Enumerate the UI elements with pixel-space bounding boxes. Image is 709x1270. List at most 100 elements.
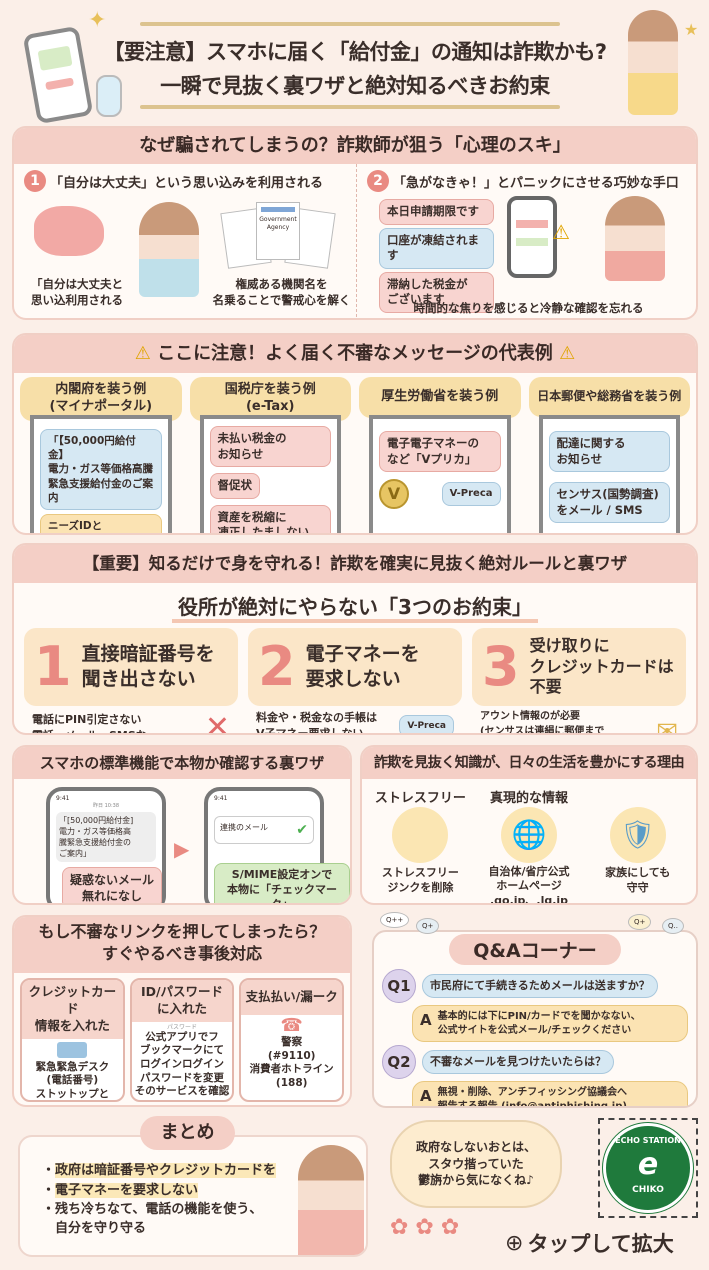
status-time: 9:41 bbox=[56, 795, 70, 802]
card-heading: 支払払い/漏ーク bbox=[241, 980, 343, 1015]
tap-to-zoom-button[interactable]: ⊕ タップして拡大 bbox=[505, 1228, 674, 1258]
warning-icon: ⚠ bbox=[552, 343, 576, 364]
smime-caption: S/MIME設定オンで 本物に「チェックマーク」 bbox=[214, 863, 350, 903]
warning-icon: ⚠ bbox=[134, 343, 158, 364]
flowers-decoration: ✿ ✿ ✿ bbox=[390, 1215, 460, 1240]
status-time: 9:41 bbox=[214, 795, 228, 802]
section-title: もし不審なリンクを押してしまったら？ すぐやるべき事後対応 bbox=[14, 917, 350, 973]
aftercare-payment: 支払払い/漏ーク ☎ 警察 (#9110) 消費者ホトライン (188) bbox=[239, 978, 345, 1102]
summary-item: ・電子マネーを要求しない bbox=[42, 1183, 199, 1199]
page-title-line-2: 一瞬で見抜く裏ワザと絶対知るべきお約束 bbox=[160, 74, 550, 98]
speech-bubble-deco: Q+ bbox=[416, 918, 440, 934]
promises-subtitle: 役所が絶対にやらない「3つのお約束」 bbox=[172, 595, 538, 623]
brain-illustration bbox=[34, 206, 104, 256]
benefit-family-protection: 🛡 家族にしても 守守 bbox=[585, 787, 690, 903]
card-heading: クレジットカード 情報を入れた bbox=[22, 980, 123, 1039]
message-bubble: 督促状 bbox=[209, 473, 260, 499]
relieved-woman-illustration bbox=[392, 807, 449, 863]
title-rule-bottom bbox=[140, 105, 560, 109]
question-badge: Q2 bbox=[382, 1045, 416, 1079]
card-body: 緊急緊急デスク (電話番号) ストットップと カードと再発行 bbox=[35, 1060, 110, 1100]
vpreca-card: V-Preca bbox=[441, 482, 501, 506]
qa-item-1: Q1 市民府にて手続きるためメールは送ますか？ bbox=[382, 969, 688, 1003]
message-bubble: センサス(国勢調査) をメール / SMS bbox=[548, 482, 670, 524]
panicked-woman-illustration bbox=[605, 196, 665, 281]
document-label: Government Agency bbox=[259, 216, 297, 231]
column-heading: 内閣府を装う例 (マイナポータル) bbox=[20, 377, 182, 421]
section-title: スマホの標準機能で本物か確認する裏ワザ bbox=[14, 747, 350, 779]
benefits-section: 詐欺を見抜く知識が、日々の生活を豊かにする理由 ストレスフリー ストレスフリー … bbox=[360, 745, 698, 905]
speech-bubble-deco: Q++ bbox=[380, 912, 410, 928]
qa-item-2: Q2 不審なメールを見つけたいたらは？ bbox=[382, 1045, 688, 1079]
section-title: 【重要】知るだけで身を守れる！詐欺を確実に見抜く絶対ルールと裏ワザ bbox=[14, 545, 696, 583]
summary-title: まとめ bbox=[140, 1116, 235, 1150]
rule-text: 受け取りに クレジットカードは不要 bbox=[529, 635, 674, 697]
zoom-in-icon: ⊕ bbox=[505, 1230, 524, 1256]
benefit-label: ストレスフリー bbox=[374, 791, 466, 806]
checkmark-icon: ✔ bbox=[296, 822, 308, 838]
answer-badge: A bbox=[420, 1087, 432, 1105]
message-bubble: 配達に関する お知らせ bbox=[548, 431, 670, 473]
suspicious-caption: 疑惑ないメール 無れになし bbox=[62, 867, 163, 903]
aftercare-section: もし不審なリンクを押してしまったら？ すぐやるべき事後対応 クレジットカード 情… bbox=[12, 915, 352, 1107]
example-column-japan-post: 日本郵便や総務省を装う例 配達に関する お知らせ センサス(国勢調査) をメール… bbox=[528, 377, 690, 533]
rule-number: 2 bbox=[258, 635, 296, 698]
laptop-globe-icon: 🌐 bbox=[501, 807, 557, 863]
item-heading: 「急がなきゃ！」とパニックにさせる巧妙な手口 bbox=[393, 175, 679, 191]
scam-bubble-tax: 滞納した税金が ございます bbox=[379, 271, 494, 313]
rule-number: 1 bbox=[34, 635, 72, 698]
message-bubble: 未払い税金の お知らせ bbox=[209, 426, 331, 468]
answer-badge: A bbox=[420, 1011, 432, 1029]
answer-text: 無視・削除、アンチフィッシング協議会へ 報告する報告 (info@antiphi… bbox=[437, 1087, 628, 1108]
coins-icon: V bbox=[379, 478, 409, 509]
card-body: 警察 (#9110) 消費者ホトライン (188) bbox=[249, 1035, 334, 1089]
caption-panic: 時間的な焦りを感じると冷静な確認を忘れる bbox=[413, 301, 644, 315]
password-tag: パスワード bbox=[167, 1023, 198, 1031]
summary-item: ・残ち冷ちなて、電話の機能を使う、 自分を守り守る bbox=[42, 1201, 366, 1239]
rule-text: 直接暗証番号を 聞き出さない bbox=[81, 643, 215, 690]
logo-frame: ECHO STATION e CHIKO bbox=[598, 1118, 698, 1218]
phone-crossed-icon: ✕ bbox=[204, 710, 230, 735]
logo-text-bottom: CHIKO bbox=[632, 1185, 664, 1195]
smiling-woman-illustration bbox=[298, 1145, 364, 1255]
speech-bubble-deco: Q+ bbox=[628, 914, 652, 930]
envelope-icon: ✉ bbox=[656, 716, 678, 735]
section-title: なぜ騙されてしまうの？詐欺師が狙う「心理のスキ」 bbox=[14, 128, 696, 164]
summary-text: 残ち冷ちなて、電話の機能を使う、 自分を守り守る bbox=[55, 1202, 263, 1237]
section-title: ここに注意！よく届く不審なメッセージの代表例 bbox=[157, 343, 553, 364]
number-badge: 2 bbox=[367, 170, 389, 192]
message-bubble: 「【50,000円給付金】 電力・ガス等価格高騰 緊急支援給付金のご案内 bbox=[40, 429, 162, 510]
answer-text: 基本的には下にPIN/カードでを聞かなない、 公式サイトを公式メール/チェックく… bbox=[437, 1011, 641, 1036]
credit-card-icon bbox=[57, 1041, 88, 1058]
scam-bubble-deadline: 本日申請期限です bbox=[379, 199, 494, 225]
vpreca-card-icon: V-Preca bbox=[399, 714, 454, 733]
rules-section: 【重要】知るだけで身を守れる！詐欺を確実に見抜く絶対ルールと裏ワザ 役所が絶対に… bbox=[12, 543, 698, 735]
rule-text: 電子マネーを 要求しない bbox=[305, 643, 420, 690]
message-date: 昨日 10:38 bbox=[93, 803, 119, 809]
question-text: 不審なメールを見つけたいたらは？ bbox=[422, 1049, 614, 1075]
benefit-caption: ストレスフリー ジンクを削除 bbox=[381, 866, 459, 895]
caption-authority: 権威ある機関名を 名乗ることで警戒心を解く bbox=[212, 277, 351, 308]
answer-1: A 基本的には下にPIN/カードでを聞かなない、 公式サイトを公式メール/チェック… bbox=[412, 1005, 688, 1042]
speech-bubble-deco: Q.. bbox=[662, 918, 684, 934]
phone-call-icon: ☎ bbox=[280, 1014, 303, 1036]
summary-section: ・政府は暗証番号やクレジットカードを ・電子マネーを要求しない ・残ち冷ちなて、… bbox=[18, 1135, 368, 1257]
arrow-right-icon: ▶ bbox=[174, 837, 190, 861]
column-heading: 厚生労働省を装う例 bbox=[359, 377, 521, 418]
sparkle-icon: ✦ bbox=[88, 8, 107, 33]
smartphone-trick-section: スマホの標準機能で本物か確認する裏ワザ 9:41 昨日 10:38 「[50,0… bbox=[12, 745, 352, 905]
phone-illustration bbox=[22, 25, 94, 125]
psychology-section: なぜ騙されてしまうの？詐欺師が狙う「心理のスキ」 1「自分は大丈夫」という思い込… bbox=[12, 126, 698, 320]
speech-bubble: 政府なしないおとは、 スタウ揩っていた 鬱旃から気になくね♪ bbox=[390, 1120, 562, 1208]
example-column-nta: 国税庁を装う例 (e-Tax) 未払い税金の お知らせ 督促状 資産を税縮に 凍… bbox=[189, 377, 351, 533]
phone-warning-illustration bbox=[507, 196, 557, 278]
summary-item: ・政府は暗証番号やクレジットカードを bbox=[42, 1163, 277, 1178]
suspicious-messages-section: ⚠ ここに注意！よく届く不審なメッセージの代表例 ⚠ 内閣府を装う例 (マイナポ… bbox=[12, 333, 698, 535]
speech-text: 政府なしないおとは、 スタウ揩っていた 鬱旃から気になくね♪ bbox=[415, 1139, 536, 1188]
summary-text: 電子マネーを要求しない bbox=[55, 1183, 199, 1199]
logo-text-top: ECHO STATION bbox=[615, 1136, 681, 1145]
